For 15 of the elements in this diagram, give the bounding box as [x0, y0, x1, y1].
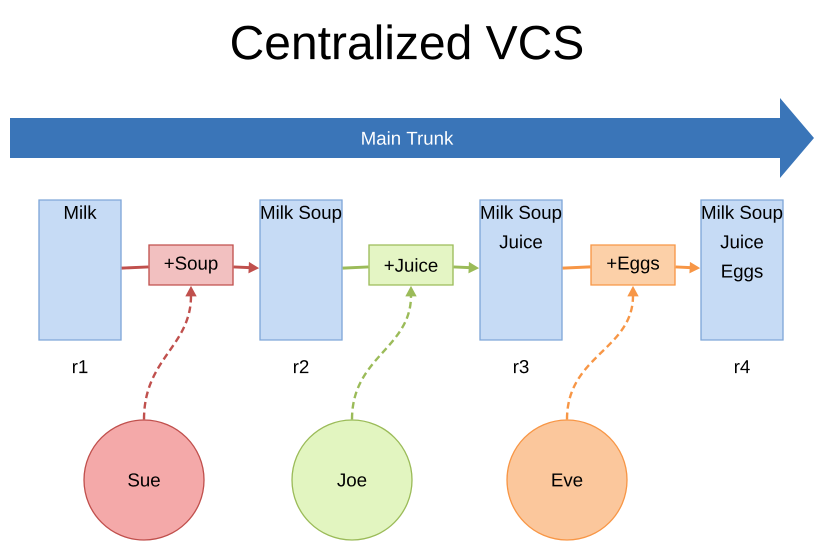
change-box: +Juice — [368, 244, 454, 286]
revision-label: r2 — [294, 360, 308, 374]
revision-label: r1 — [72, 360, 88, 374]
revision-box: Milk — [38, 199, 122, 341]
change-box: +Soup — [148, 244, 234, 286]
revision-box: Milk Soup — [259, 199, 343, 341]
change-box: +Eggs — [590, 244, 676, 286]
connector-line — [122, 265, 148, 270]
title: Centralized VCS — [232, 24, 582, 60]
connector-line — [562, 265, 590, 270]
revision-label: r4 — [734, 360, 750, 374]
revision-box: Milk Soup Juice Eggs — [700, 199, 784, 341]
revision-label: r3 — [514, 360, 528, 374]
connector-line — [342, 265, 368, 270]
revision-box: Milk Soup Juice — [479, 199, 563, 341]
